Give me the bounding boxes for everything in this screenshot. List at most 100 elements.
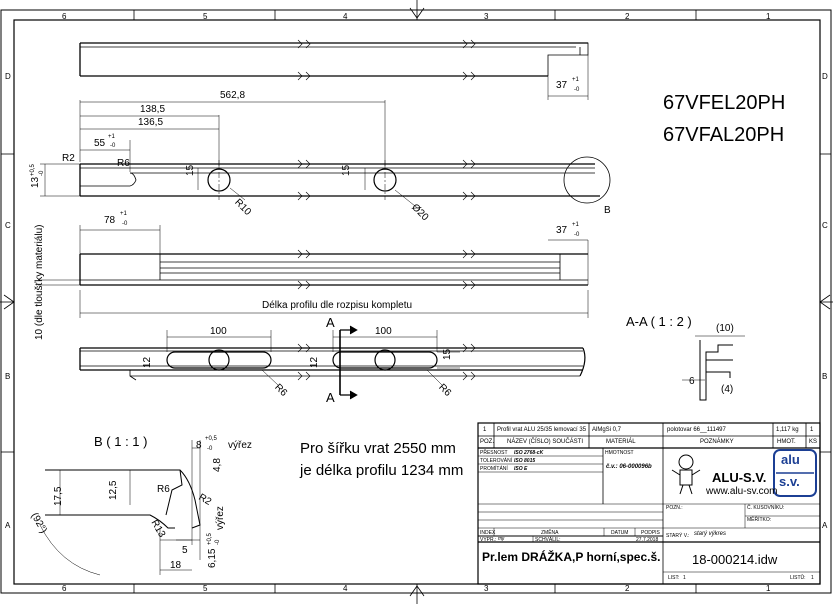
detail-b-callout: B xyxy=(604,205,611,216)
right-zone-letter-d: D xyxy=(822,72,828,81)
dim-136-5: 136,5 xyxy=(138,117,164,128)
bottom-zone-number-5: 5 xyxy=(203,584,208,593)
dim-13-tol-plus: +0,5 xyxy=(30,164,36,176)
header-name: NÁZEV (ČÍSLO) SOUČÁSTI xyxy=(507,439,584,445)
header-pos: POZ. xyxy=(480,439,495,445)
vypr-label: VYPR.: xyxy=(480,537,497,543)
dim-15-second: 15 xyxy=(341,164,352,176)
section-aa-dim-6: 6 xyxy=(689,376,695,387)
detail-b-dim-17-5: 17,5 xyxy=(53,486,64,506)
dim-12-second: 12 xyxy=(309,356,320,368)
top-zone-number-4: 4 xyxy=(343,12,348,21)
index-label: INDEX xyxy=(480,530,496,536)
detail-b-dim-12-5: 12,5 xyxy=(108,480,119,500)
left-zone-letter-a: A xyxy=(5,521,11,530)
drawing-number: 18-000214.idw xyxy=(692,552,778,567)
dim-37-top: 37 xyxy=(556,80,568,91)
tolerovani-label: TOLEROVÁNÍ xyxy=(480,458,513,464)
left-zone-letter-c: C xyxy=(5,221,11,230)
top-zone-number-6: 6 xyxy=(62,12,67,21)
detail-b-dim-18: 18 xyxy=(170,560,182,571)
schvalil-label: SCHVÁLIL: xyxy=(535,537,561,543)
detail-b-drawing xyxy=(39,440,201,576)
bottom-zone-number-1: 1 xyxy=(766,584,771,593)
header-material: MATERIÁL xyxy=(606,439,636,445)
bom-material: AlMgSi 0,7 xyxy=(592,427,622,433)
detail-b-dim-5: 5 xyxy=(182,545,188,556)
presnost-value: ISO 2768-cK xyxy=(514,450,544,456)
company-name: ALU-S.V. xyxy=(712,470,767,485)
right-zone-letter-a: A xyxy=(822,521,828,530)
header-notes: POZNÁMKY xyxy=(700,439,734,445)
section-cut-label-top: A xyxy=(326,315,335,330)
vypr-value: mji xyxy=(498,536,505,542)
dim-100-first: 100 xyxy=(210,326,227,337)
section-aa-title: A-A ( 1 : 2 ) xyxy=(626,314,692,329)
zone-ticks xyxy=(1,10,831,593)
drawing-code: č.v.: 06-000096b xyxy=(606,464,652,470)
company-website: www.alu-sv.com xyxy=(706,486,778,497)
detail-b-vyrez-side: výřez xyxy=(215,506,226,530)
top-zone-number-3: 3 xyxy=(484,12,489,21)
dim-55-tol-plus: +1 xyxy=(108,134,115,140)
bom-pos: 1 xyxy=(483,427,487,433)
bottom-zone-number-2: 2 xyxy=(625,584,630,593)
list-value: 1 xyxy=(683,575,686,581)
drawing-title: Pr.lem DRÁŽKA,P horní,spec.š. xyxy=(482,550,661,564)
dim-37-top-tol-plus: +1 xyxy=(572,77,579,83)
hmotnost-label: HMOTNOST xyxy=(605,450,634,456)
detail-b-dim-6-15-tol-minus: -0 xyxy=(215,539,221,545)
section-aa-dim-4: (4) xyxy=(721,384,734,395)
bottom-zone-number-6: 6 xyxy=(62,584,67,593)
datum-label: DATUM xyxy=(611,530,629,536)
dim-37-side-tol-plus: +1 xyxy=(572,222,579,228)
bom-note: polotovar 66__111497 xyxy=(667,427,726,433)
dim-55: 55 xyxy=(94,138,106,149)
dim-12-first: 12 xyxy=(142,356,153,368)
profile-view-top xyxy=(79,39,589,100)
header-weight: HMOT. xyxy=(777,439,796,445)
dim-13: 13 xyxy=(30,176,41,188)
top-zone-number-1: 1 xyxy=(766,12,771,21)
profile-length-note: Délka profilu dle rozpisu kompletu xyxy=(262,300,413,311)
dim-78-tol-plus: +1 xyxy=(120,211,127,217)
dim-15-first: 15 xyxy=(185,164,196,176)
presnost-label: PŘESNOST xyxy=(480,450,508,456)
detail-b-dim-8: 8 xyxy=(196,440,202,451)
listu-value: 1 xyxy=(811,575,814,581)
kusovnik-label: Č. KUSOVNÍKU: xyxy=(747,505,785,511)
tolerovani-value: ISO 8015 xyxy=(514,458,536,464)
detail-b-dim-6-15-tol-plus: +0,5 xyxy=(207,533,213,545)
dim-37-side-tol-minus: -0 xyxy=(574,232,580,238)
dim-r2: R2 xyxy=(62,153,75,164)
right-zone-letter-c: C xyxy=(822,221,828,230)
title-block-lines xyxy=(477,422,821,585)
profile-code-1: 67VFEL20PH xyxy=(663,92,786,114)
list-label: LIST: xyxy=(668,575,680,581)
left-zone-letter-b: B xyxy=(5,372,11,381)
listu-label: LISTŮ: xyxy=(790,575,806,581)
stary-label: STARÝ V.: xyxy=(666,533,690,539)
top-zone-number-5: 5 xyxy=(203,12,208,21)
detail-b-title: B ( 1 : 1 ) xyxy=(94,434,148,449)
dim-562-8: 562,8 xyxy=(220,90,246,101)
header-qty: KS xyxy=(809,439,818,445)
outer-frame xyxy=(0,9,832,594)
logo-text-top: alu xyxy=(781,452,800,467)
zmena-label: ZMĚNA xyxy=(541,530,559,536)
section-aa-drawing xyxy=(682,335,745,401)
detail-b-dim-8-tol-minus: -0 xyxy=(207,446,213,452)
profile-note-line-1: Pro šířku vrat 2550 mm xyxy=(300,440,456,457)
profile-view-side xyxy=(38,225,589,318)
profile-note-line-2: je délka profilu 1234 mm xyxy=(300,462,464,479)
detail-b-dim-r6: R6 xyxy=(157,484,170,495)
approval-date: 27.7.2018 xyxy=(636,537,659,543)
dim-15-slot: 15 xyxy=(442,348,453,360)
profile-view-holes xyxy=(40,100,611,211)
dim-37-side: 37 xyxy=(556,225,568,236)
dim-r6: R6 xyxy=(117,158,130,169)
bom-part-name: Profil vrat ALU 25/35 lemovací 35 xyxy=(497,427,587,433)
bom-weight: 1,117 kg xyxy=(776,427,799,433)
right-zone-letter-b: B xyxy=(822,372,828,381)
